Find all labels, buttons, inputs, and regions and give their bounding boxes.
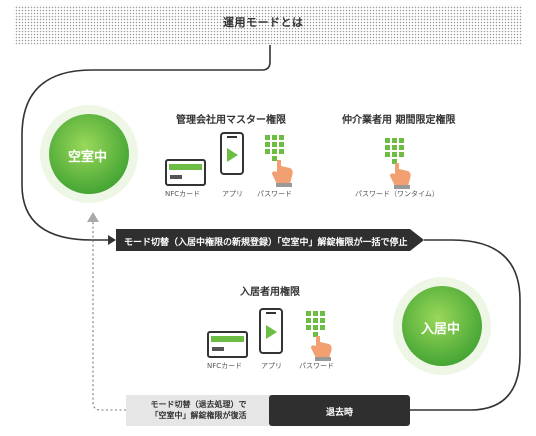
smartphone-app-icon [259, 308, 283, 354]
resident-title: 入居者用権限 [240, 287, 300, 298]
agent-limited-title: 仲介業者用 期間限定権限 [342, 115, 456, 126]
flow-line-top [21, 45, 271, 241]
moveout-note: モード切替（退去処理）で 「空室中」解錠権限が復活 [126, 399, 271, 421]
moveout-note-line1: モード切替（退去処理）で [150, 400, 247, 409]
moveout-label: 退去時 [325, 408, 353, 418]
keypad-hand-icon [385, 138, 411, 189]
vacant-mode-label: 空室中 [68, 150, 108, 165]
moveout-note-box [126, 395, 271, 426]
moveout-dark-box [269, 395, 410, 426]
app-label: アプリ [222, 190, 243, 198]
keypad-hand-icon [265, 135, 293, 187]
flow-arrow-return [87, 212, 99, 222]
flow-line-right [410, 239, 521, 411]
flow-line-return-dotted [92, 222, 126, 411]
occupied-circle [402, 286, 482, 366]
flow-arrow-into-bar [108, 235, 116, 245]
password-label: パスワード [299, 362, 334, 370]
transition-bar [116, 229, 424, 251]
vacant-circle [49, 114, 129, 194]
app-label: アプリ [261, 362, 282, 370]
nfc-card-icon [207, 331, 248, 358]
nfc-card-label: NFCカード [207, 362, 243, 370]
management-master-title: 管理会社用マスター権限 [176, 115, 286, 126]
occupied-mode-label: 入居中 [421, 322, 461, 337]
keypad-hand-icon [306, 311, 332, 361]
smartphone-app-icon [220, 132, 244, 175]
onetime-password-label: パスワード（ワンタイム） [355, 190, 439, 198]
nfc-card-icon [165, 159, 206, 186]
banner-title: 運用モードとは [223, 16, 304, 29]
password-label: パスワード [257, 190, 292, 198]
transition-bar-text: モード切替（入居中権限の新規登録）「空室中」解錠権限が一括で停止 [124, 238, 408, 248]
banner-background [14, 5, 522, 45]
moveout-note-line2: 「空室中」解錠権限が復活 [150, 411, 247, 420]
nfc-card-label: NFCカード [165, 190, 201, 198]
